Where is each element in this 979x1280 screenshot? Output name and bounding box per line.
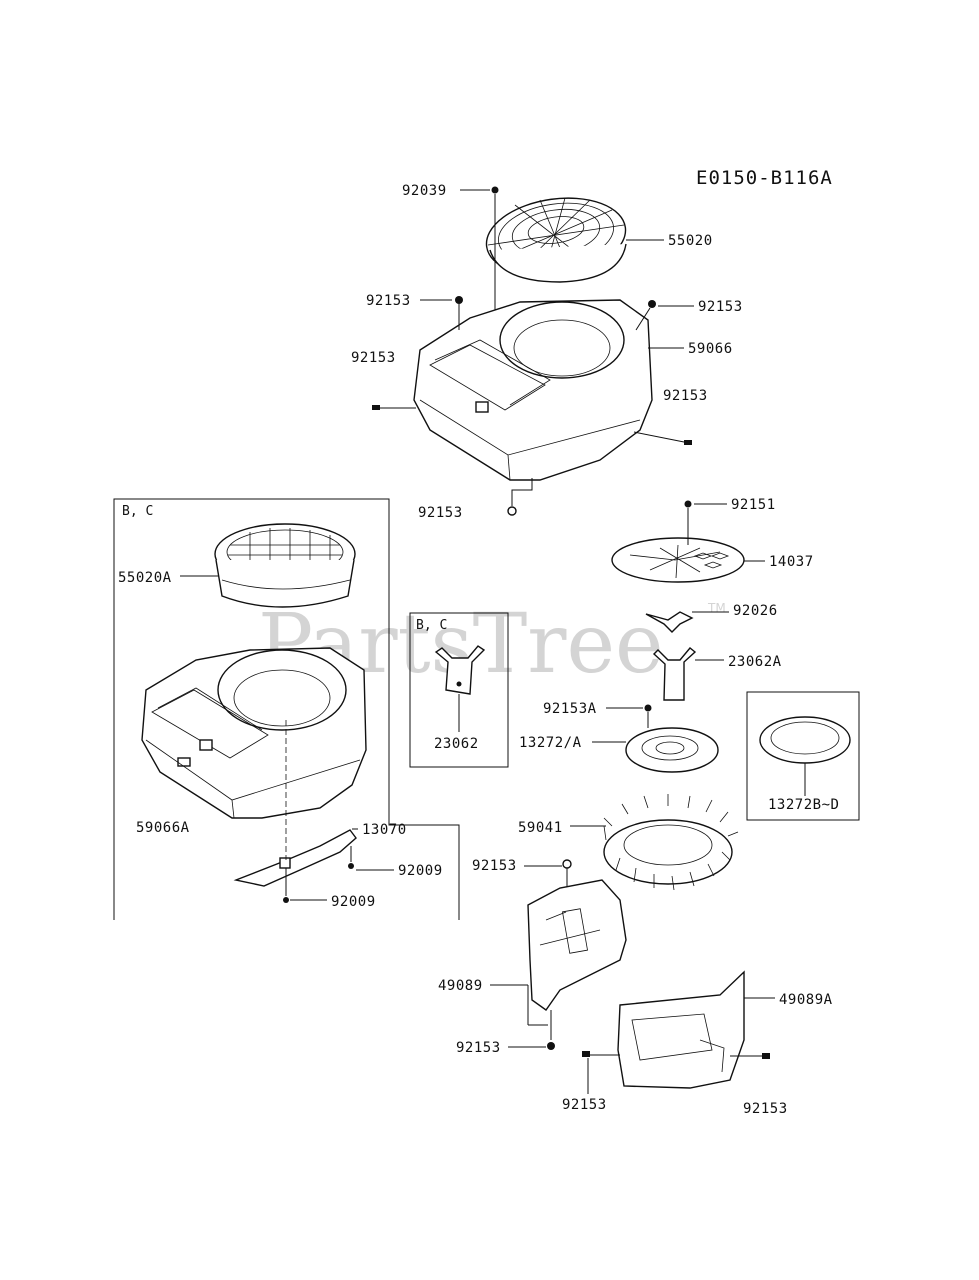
bracket-23062A[interactable]: [652, 647, 697, 701]
bolt-92153-side-left[interactable]: [372, 405, 416, 410]
bolt-92153-side-right[interactable]: [633, 431, 692, 445]
bolt-92009-b[interactable]: [283, 897, 289, 903]
fan-screen-55020A[interactable]: [214, 523, 356, 608]
label-23062[interactable]: 23062: [434, 736, 479, 752]
blower-housing-59066[interactable]: [413, 299, 653, 481]
baffle-13070[interactable]: [233, 829, 357, 887]
plate-13272A[interactable]: [625, 727, 719, 773]
bolt-92039[interactable]: [491, 186, 499, 331]
label-92009-b[interactable]: 92009: [331, 894, 376, 910]
label-13272A[interactable]: 13272/A: [519, 735, 582, 751]
bolt-92151[interactable]: [684, 500, 692, 508]
label-14037[interactable]: 14037: [769, 554, 814, 570]
cover-49089[interactable]: [527, 879, 627, 1011]
group-label-left: B, C: [122, 504, 153, 519]
plate-14037[interactable]: [611, 537, 745, 583]
watermark-trademark: TM: [707, 601, 726, 615]
spider-plate-92026[interactable]: [645, 611, 694, 633]
label-92153-g[interactable]: 92153: [456, 1040, 501, 1056]
label-92026[interactable]: 92026: [733, 603, 778, 619]
box-left-bc: [113, 498, 460, 920]
label-13070[interactable]: 13070: [362, 822, 407, 838]
box-13272B-D: [746, 691, 860, 821]
label-92153-c[interactable]: 92153: [351, 350, 396, 366]
plate-13272B-D[interactable]: [759, 716, 851, 764]
fan-59041[interactable]: [603, 794, 739, 891]
label-13272B-D[interactable]: 13272B~D: [768, 797, 839, 813]
label-55020[interactable]: 55020: [668, 233, 713, 249]
label-92009-a[interactable]: 92009: [398, 863, 443, 879]
diagram-code: E0150-B116A: [696, 167, 833, 189]
bolt-92153-f[interactable]: [562, 859, 572, 869]
bolt-92009-a[interactable]: [348, 863, 354, 869]
label-49089[interactable]: 49089: [438, 978, 483, 994]
label-92153-b[interactable]: 92153: [698, 299, 743, 315]
box-inner-bc: [409, 612, 509, 768]
label-92153-a[interactable]: 92153: [366, 293, 411, 309]
label-92039[interactable]: 92039: [402, 183, 447, 199]
cover-49089A[interactable]: [617, 970, 745, 1089]
bolt-92153-h[interactable]: [582, 1051, 590, 1057]
fan-screen-55020[interactable]: [481, 190, 630, 285]
label-92153-h[interactable]: 92153: [562, 1097, 607, 1113]
bolt-92153-a[interactable]: [455, 296, 463, 304]
label-92153-d[interactable]: 92153: [663, 388, 708, 404]
bolt-92153-g[interactable]: [547, 1042, 555, 1050]
bracket-23062[interactable]: [434, 645, 486, 695]
label-92151[interactable]: 92151: [731, 497, 776, 513]
label-55020A[interactable]: 55020A: [118, 570, 172, 586]
bolt-92153-i[interactable]: [762, 1053, 770, 1059]
label-59041[interactable]: 59041: [518, 820, 563, 836]
bolt-92153-b[interactable]: [648, 300, 656, 308]
blower-housing-59066A[interactable]: [141, 647, 367, 819]
label-59066[interactable]: 59066: [688, 341, 733, 357]
bolt-92153-e[interactable]: [507, 506, 517, 516]
label-49089A[interactable]: 49089A: [779, 992, 833, 1008]
label-92153-e[interactable]: 92153: [418, 505, 463, 521]
label-59066A[interactable]: 59066A: [136, 820, 190, 836]
label-23062A[interactable]: 23062A: [728, 654, 782, 670]
label-92153A[interactable]: 92153A: [543, 701, 597, 717]
group-label-inner: B, C: [416, 618, 447, 633]
bolt-92153A[interactable]: [644, 704, 652, 712]
label-92153-f[interactable]: 92153: [472, 858, 517, 874]
label-92153-i[interactable]: 92153: [743, 1101, 788, 1117]
